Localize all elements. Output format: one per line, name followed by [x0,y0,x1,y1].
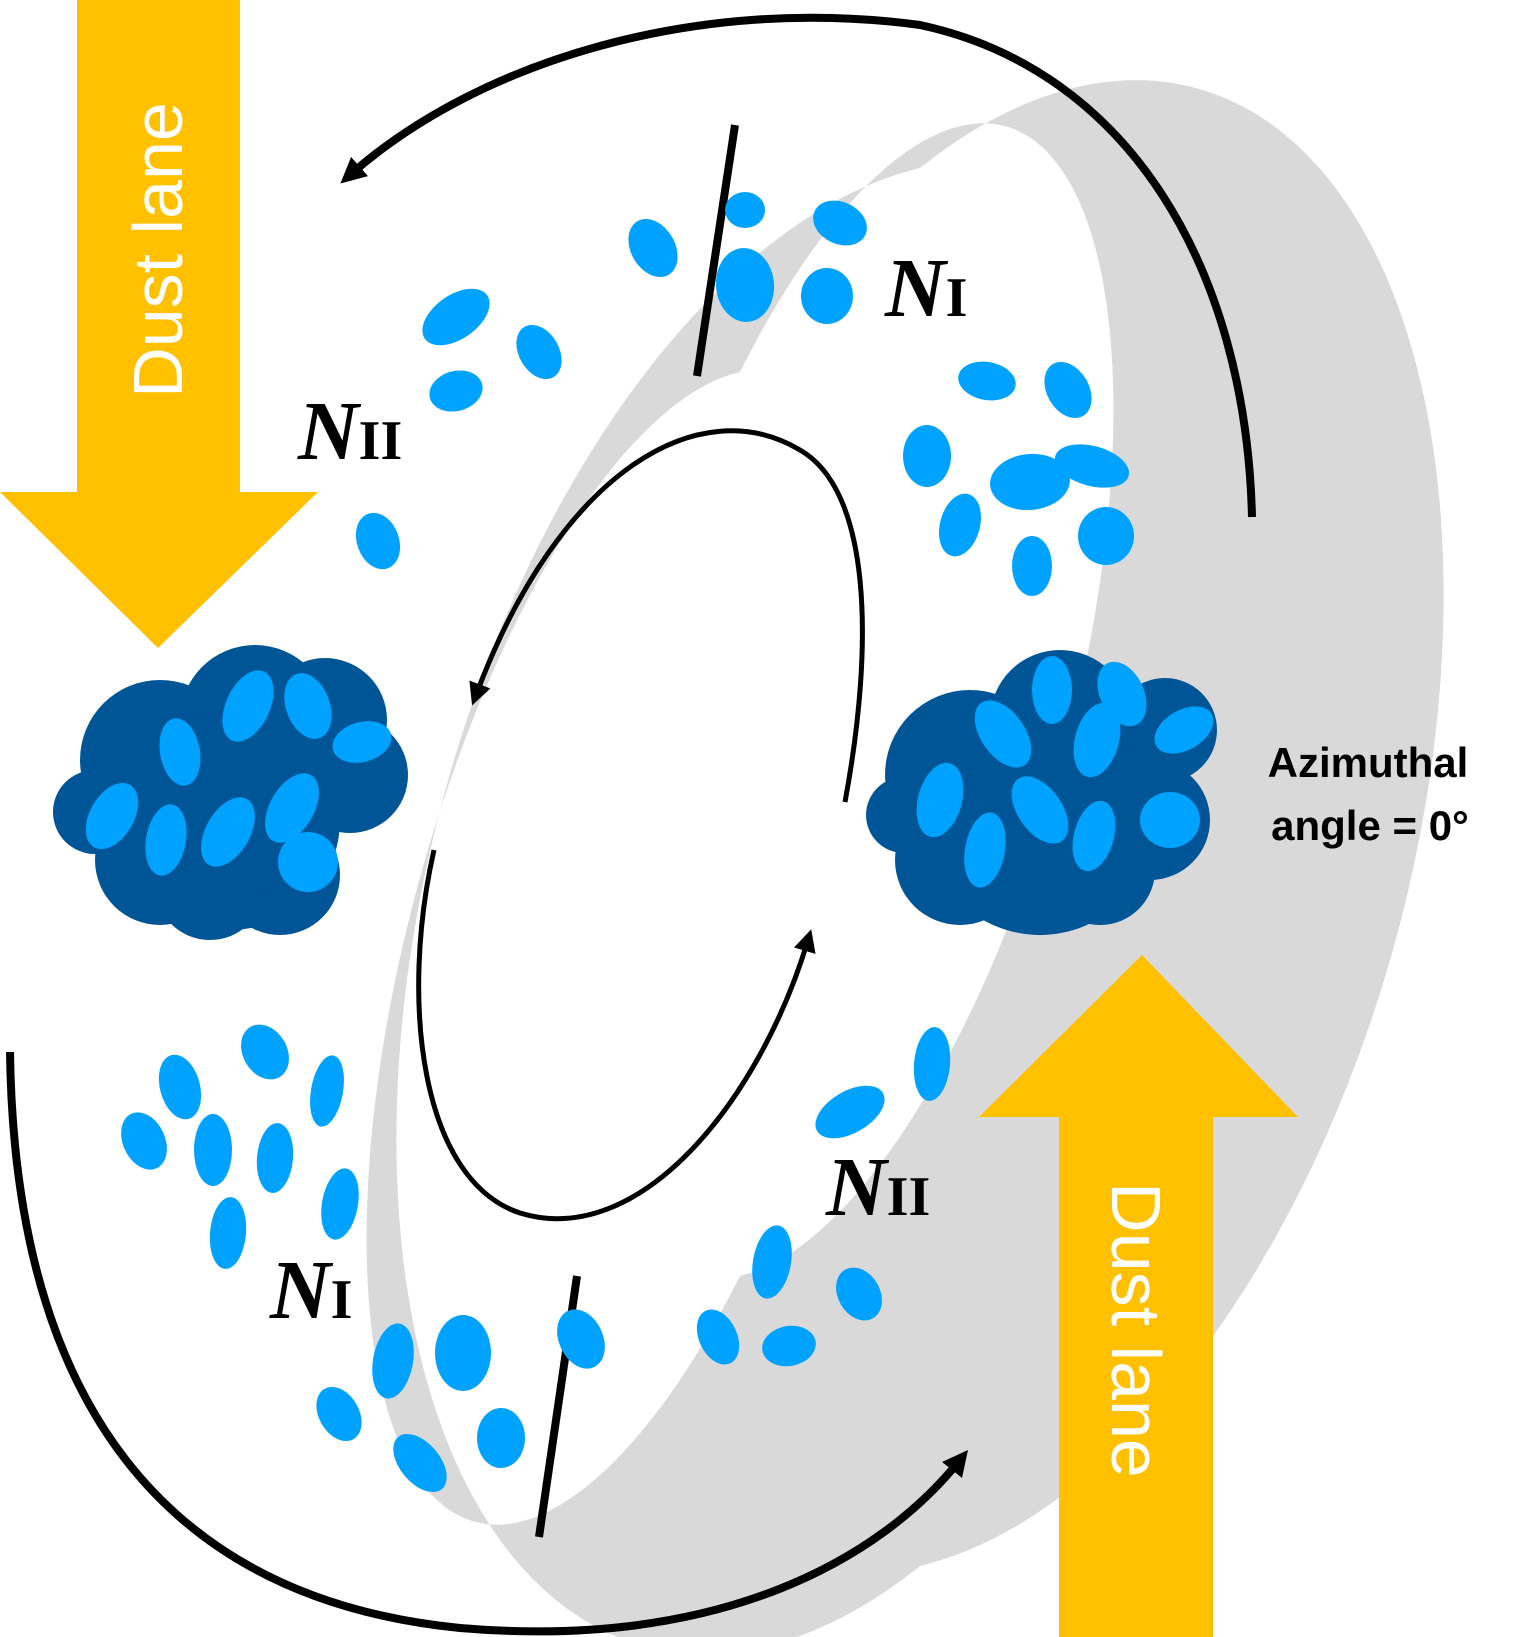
azimuth-label-line2: angle = 0° [1271,802,1469,849]
outer-arrow-bottom [6,1051,969,1636]
dense-cloud-cluster-right [866,650,1217,935]
region-label-lower-right: NII [825,1141,930,1234]
azimuth-label-line1: Azimuthal [1268,739,1469,786]
dust-lane-label-right: Dust lane [1097,1182,1175,1478]
cloud-clumps-lower-right [557,1027,951,1369]
dust-lane-arrow-left: Dust lane [0,0,318,648]
dust-lane-arrow-right: Dust lane [979,955,1298,1637]
dust-lane-label-left: Dust lane [119,102,197,398]
outer-arrow-top [340,13,1256,518]
region-label-upper-right: NI [884,242,967,335]
region-label-lower-left: NI [269,1244,352,1337]
region-label-upper-left: NII [297,385,402,478]
dense-cloud-cluster-left [53,645,408,940]
cloud-clumps-upper-left [355,288,562,570]
cloud-clumps-lower-left [121,1024,525,1493]
inner-arrow-lower [416,849,816,1222]
cloud-clumps-upper-right [628,192,1134,596]
inner-arrow-upper [469,428,865,803]
azimuth-label: Azimuthal angle = 0° [1268,739,1473,849]
divider-line-top [693,124,739,377]
